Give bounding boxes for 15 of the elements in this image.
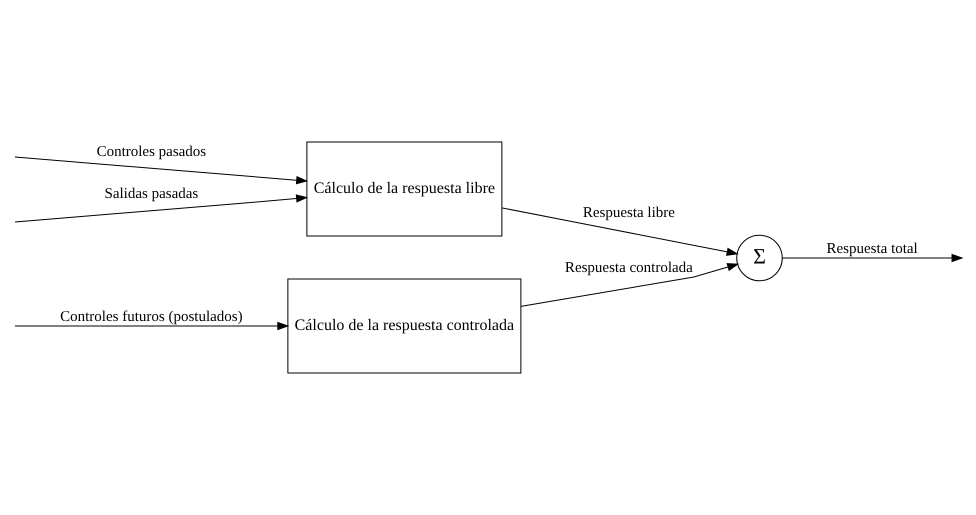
arrow <box>501 207 738 256</box>
arrow <box>14 194 308 222</box>
arrow <box>14 156 308 184</box>
arrow <box>781 254 964 262</box>
edge-label: Controles futuros (postulados) <box>60 309 242 325</box>
node-circle: Σ <box>736 234 782 282</box>
arrow <box>14 322 289 330</box>
node-box: Cálculo de la respuesta controlada <box>286 278 521 374</box>
edge-label: Salidas pasadas <box>104 186 198 202</box>
edge-label: Controles pasados <box>96 144 206 160</box>
node-box: Cálculo de la respuesta libre <box>306 142 502 236</box>
edge-label: Respuesta total <box>826 241 918 257</box>
edge-label: Respuesta controlada <box>564 260 692 276</box>
arrow <box>520 263 739 307</box>
edge-label: Respuesta libre <box>582 205 674 221</box>
